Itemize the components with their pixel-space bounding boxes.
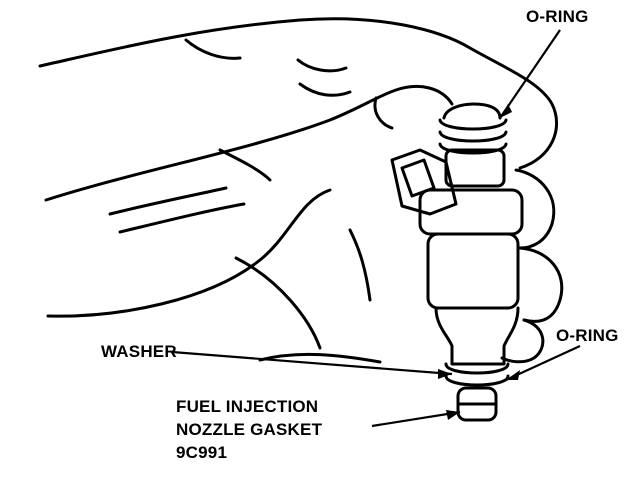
connector-window: [400, 158, 436, 198]
injector-nozzle-tip: [456, 386, 498, 422]
injector-upper-body: [444, 148, 506, 188]
finger-2: [518, 246, 564, 323]
leader-oring-top: [499, 29, 561, 119]
crease-7: [218, 148, 272, 182]
arrowhead-washer: [438, 369, 452, 379]
wrist-line: [234, 256, 322, 350]
arrowhead-oring-top: [500, 104, 512, 118]
crease-1: [184, 38, 242, 60]
arrowhead-gasket: [446, 410, 460, 420]
leader-gasket: [371, 410, 461, 428]
palm-outline: [46, 188, 332, 318]
connector-housing: [390, 148, 458, 216]
crease-4: [108, 186, 228, 216]
label-washer: WASHER: [101, 342, 177, 361]
wrist-line-2: [258, 352, 382, 364]
crease-2: [298, 82, 352, 97]
crease-6: [348, 228, 372, 302]
label-oring-top: O-RING: [526, 7, 589, 26]
label-gasket-line3: 9C991: [176, 443, 228, 462]
injector-top-cap: [442, 102, 502, 120]
thumb-tip: [373, 96, 394, 130]
label-gasket-line1: FUEL INJECTION: [176, 397, 319, 416]
injector-top-oring: [438, 118, 508, 155]
injector-lower-body: [426, 232, 520, 310]
injector-neck: [434, 306, 520, 366]
finger-1: [514, 168, 556, 250]
hand-outline-top: [38, 17, 558, 170]
label-oring-bottom: O-RING: [556, 326, 619, 345]
label-gasket-line2: NOZZLE GASKET: [176, 420, 323, 439]
injector-bottom-oring: [444, 362, 510, 387]
leader-washer: [171, 350, 453, 376]
thumb-outline: [44, 85, 454, 202]
arrowhead-oring-bottom: [506, 370, 520, 380]
crease-5: [118, 202, 246, 234]
finger-3: [500, 318, 545, 364]
crease-3: [296, 58, 348, 73]
